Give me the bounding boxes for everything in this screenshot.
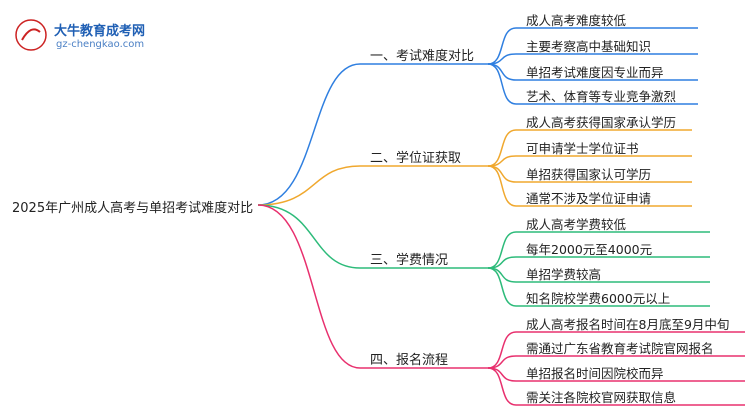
leaf-node: 艺术、体育等专业竞争激烈 <box>526 89 677 104</box>
leaf-connector <box>487 165 692 207</box>
branch-connector <box>257 63 488 206</box>
leaf-connector <box>487 331 745 369</box>
logo-title: 大牛教育成考网 <box>54 24 146 39</box>
leaf-node: 可申请学士学位证书 <box>526 141 639 156</box>
leaf-connector <box>487 355 745 369</box>
branch-connector <box>257 204 488 269</box>
logo-mark-icon <box>15 19 47 51</box>
branch-connector <box>257 204 488 369</box>
leaf-connector <box>487 256 710 269</box>
leaf-node: 主要考察高中基础知识 <box>526 39 652 54</box>
leaf-connector <box>487 63 698 105</box>
leaf-connector <box>487 155 692 167</box>
leaf-node: 成人高考难度较低 <box>526 13 627 28</box>
leaf-connector <box>487 27 698 65</box>
leaf-node: 单招获得国家认可学历 <box>526 167 652 182</box>
leaf-connector <box>487 53 698 65</box>
leaf-node: 需关注各院校官网获取信息 <box>526 390 677 405</box>
leaf-connector <box>487 367 745 406</box>
branch-connector <box>257 165 488 206</box>
branch-node: 三、学费情况 <box>370 253 449 268</box>
leaf-node: 成人高考报名时间在8月底至9月中旬 <box>526 317 730 332</box>
leaf-connector <box>487 231 710 269</box>
leaf-node: 单招报名时间因院校而异 <box>526 366 664 381</box>
root-node: 2025年广州成人高考与单招考试难度对比 <box>12 201 254 216</box>
leaf-node: 需通过广东省教育考试院官网报名 <box>526 341 714 356</box>
branch-node: 四、报名流程 <box>370 353 449 368</box>
branch-node: 一、考试难度对比 <box>370 49 475 64</box>
leaf-node: 单招学费较高 <box>526 267 602 282</box>
leaf-node: 知名院校学费6000元以上 <box>526 291 671 306</box>
branch-node: 二、学位证获取 <box>370 151 462 166</box>
leaf-connector <box>487 129 692 167</box>
leaf-node: 通常不涉及学位证申请 <box>526 191 652 206</box>
leaf-node: 每年2000元至4000元 <box>526 242 653 257</box>
site-logo: 大牛教育成考网 gz-chengkao.com <box>14 18 214 58</box>
leaf-node: 单招考试难度因专业而异 <box>526 65 664 80</box>
leaf-connector <box>487 267 710 307</box>
leaf-node: 成人高考获得国家承认学历 <box>526 115 677 130</box>
logo-url: gz-chengkao.com <box>56 39 145 50</box>
leaf-node: 成人高考学费较低 <box>526 217 627 232</box>
